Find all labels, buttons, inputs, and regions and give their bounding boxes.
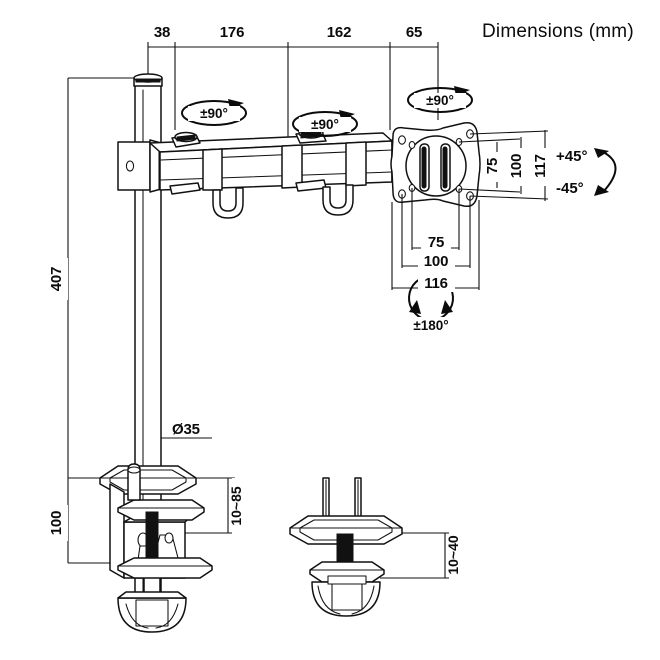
rotation-symbol-arm-joint-1: ±90°	[181, 99, 247, 126]
vesa-horizontal-labels: 75 100 116	[418, 234, 455, 292]
label-pole-height: 407	[48, 258, 68, 300]
rotation-label-1: ±90°	[200, 106, 228, 121]
dimension-10-85: 10~85	[228, 486, 244, 526]
label-grommet-range: 10~40	[445, 527, 465, 583]
monitor-arm	[149, 127, 411, 219]
dimension-10-40: 10~40	[445, 535, 461, 575]
top-dimension-chain	[147, 42, 439, 145]
grommet-mount	[289, 477, 403, 617]
vesa-h-116: 116	[424, 275, 448, 292]
tilt-label-down: -45°	[556, 180, 584, 197]
vesa-h-75: 75	[428, 234, 444, 251]
rotation-symbol-head-joint: ±90°	[407, 86, 473, 113]
dimension-176: 176	[220, 24, 244, 41]
vesa-mounting-plate	[390, 121, 481, 208]
vesa-v-100: 100	[508, 154, 525, 178]
c-clamp-mount	[99, 463, 213, 633]
dimension-162: 162	[327, 24, 351, 41]
label-clamp-range: 10~85	[228, 478, 248, 534]
drawing-title: Dimensions (mm)	[482, 21, 634, 42]
rotation-label-3: ±90°	[426, 93, 454, 108]
top-dimension-labels: 38 176 162 65	[152, 22, 422, 41]
label-clamp-height: 100	[48, 505, 68, 541]
vesa-vertical-labels: 75 100 117	[484, 148, 553, 186]
dimension-clamp-100: 100	[48, 511, 65, 535]
rotation-symbol-arm-joint-2: ±90°	[292, 110, 358, 137]
dimension-407: 407	[48, 267, 65, 291]
dimension-65: 65	[406, 24, 422, 41]
dimension-38: 38	[154, 24, 170, 41]
tilt-label-up: +45°	[556, 148, 587, 165]
rotation-label-180: ±180°	[413, 318, 448, 333]
tilt-symbol: +45° -45°	[556, 148, 617, 197]
dimension-pole-diameter: Ø35	[172, 421, 200, 438]
vesa-h-100: 100	[424, 253, 448, 270]
rotation-label-2: ±90°	[311, 117, 339, 132]
rotation-symbol-vesa: ±180°	[408, 275, 455, 333]
vesa-v-75: 75	[484, 158, 501, 174]
vesa-v-117: 117	[532, 154, 549, 178]
